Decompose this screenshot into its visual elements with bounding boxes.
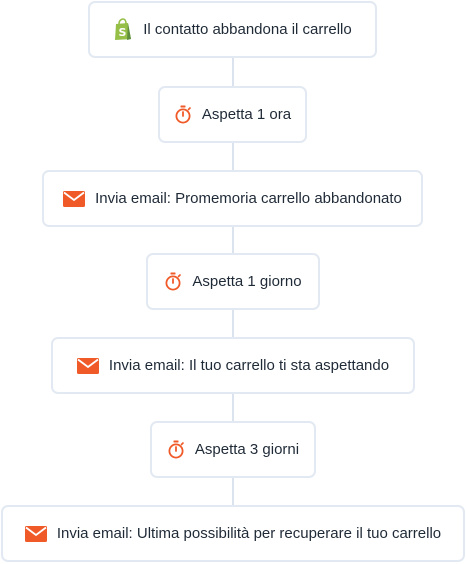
connector-line [232, 478, 234, 505]
wait-label: Aspetta 1 giorno [192, 273, 302, 290]
connector-line [232, 227, 234, 253]
envelope-icon [63, 190, 86, 207]
email-step[interactable]: Invia email: Promemoria carrello abbando… [42, 170, 423, 227]
wait-step[interactable]: Aspetta 1 giorno [146, 253, 320, 310]
wait-step[interactable]: Aspetta 3 giorni [150, 421, 316, 478]
trigger-label: Il contatto abbandona il carrello [143, 21, 352, 38]
connector-line [232, 143, 234, 170]
wait-label: Aspetta 1 ora [201, 106, 292, 123]
email-step[interactable]: Invia email: Ultima possibilità per recu… [1, 505, 465, 562]
stopwatch-icon [164, 272, 182, 291]
email-label: Invia email: Promemoria carrello abbando… [95, 190, 402, 207]
stopwatch-icon [174, 105, 192, 124]
envelope-icon [24, 525, 47, 542]
wait-label: Aspetta 3 giorni [194, 441, 300, 458]
email-label: Invia email: Il tuo carrello ti sta aspe… [108, 357, 390, 374]
connector-line [232, 58, 234, 86]
svg-text:S: S [119, 26, 127, 39]
envelope-icon [76, 357, 99, 374]
connector-line [232, 310, 234, 337]
wait-step[interactable]: Aspetta 1 ora [158, 86, 307, 143]
connector-line [232, 394, 234, 421]
trigger-step[interactable]: S Il contatto abbandona il carrello [88, 1, 377, 58]
stopwatch-icon [167, 440, 185, 459]
email-label: Invia email: Ultima possibilità per recu… [56, 525, 442, 542]
email-step[interactable]: Invia email: Il tuo carrello ti sta aspe… [51, 337, 415, 394]
shopify-bag-icon: S [113, 18, 133, 41]
